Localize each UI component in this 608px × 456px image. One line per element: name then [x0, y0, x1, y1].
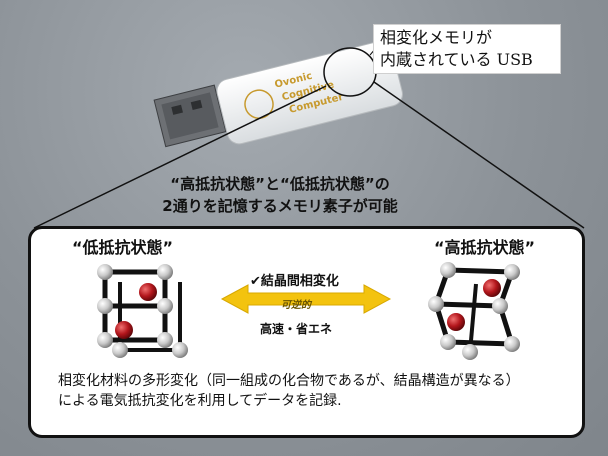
caption-line1: “高抵抗状態”と“低抵抗状態”の: [170, 175, 390, 193]
low-resistance-label: “低抵抗状態”: [72, 238, 174, 257]
usb-callout-line1: 相変化メモリが: [380, 28, 493, 47]
high-resistance-atoms: [428, 262, 520, 360]
memory-caption: “高抵抗状態”と“低抵抗状態”の 2通りを記憶するメモリ素子が可能: [70, 173, 490, 217]
projection-line-left: [33, 85, 327, 229]
reversible-arrow: [220, 284, 392, 314]
reversible-label: 可逆的: [281, 300, 311, 311]
description-line2: による電気抵抗変化を利用してデータを記録.: [58, 393, 342, 409]
projection-line-right: [373, 81, 585, 229]
usb-connector: [153, 84, 227, 148]
panel-description: 相変化材料の多形変化（同一組成の化合物であるが、結晶構造が異なる） による電気抵…: [58, 371, 578, 411]
usb-logo-icon: [244, 89, 274, 119]
high-resistance-label: “高抵抗状態”: [434, 238, 536, 257]
caption-line2: 2通りを記憶するメモリ素子が可能: [162, 197, 398, 215]
usb-callout-line2: 内蔵されている USB: [380, 50, 533, 69]
usb-callout-label: 相変化メモリが 内蔵されている USB: [373, 24, 561, 74]
description-line1: 相変化材料の多形変化（同一組成の化合物であるが、結晶構造が異なる）: [58, 373, 520, 389]
fast-low-energy-label: 高速・省エネ: [260, 322, 333, 336]
intercrystal-phase-change-label: ✔結晶間相変化: [250, 274, 339, 289]
low-resistance-atoms: [97, 264, 188, 358]
